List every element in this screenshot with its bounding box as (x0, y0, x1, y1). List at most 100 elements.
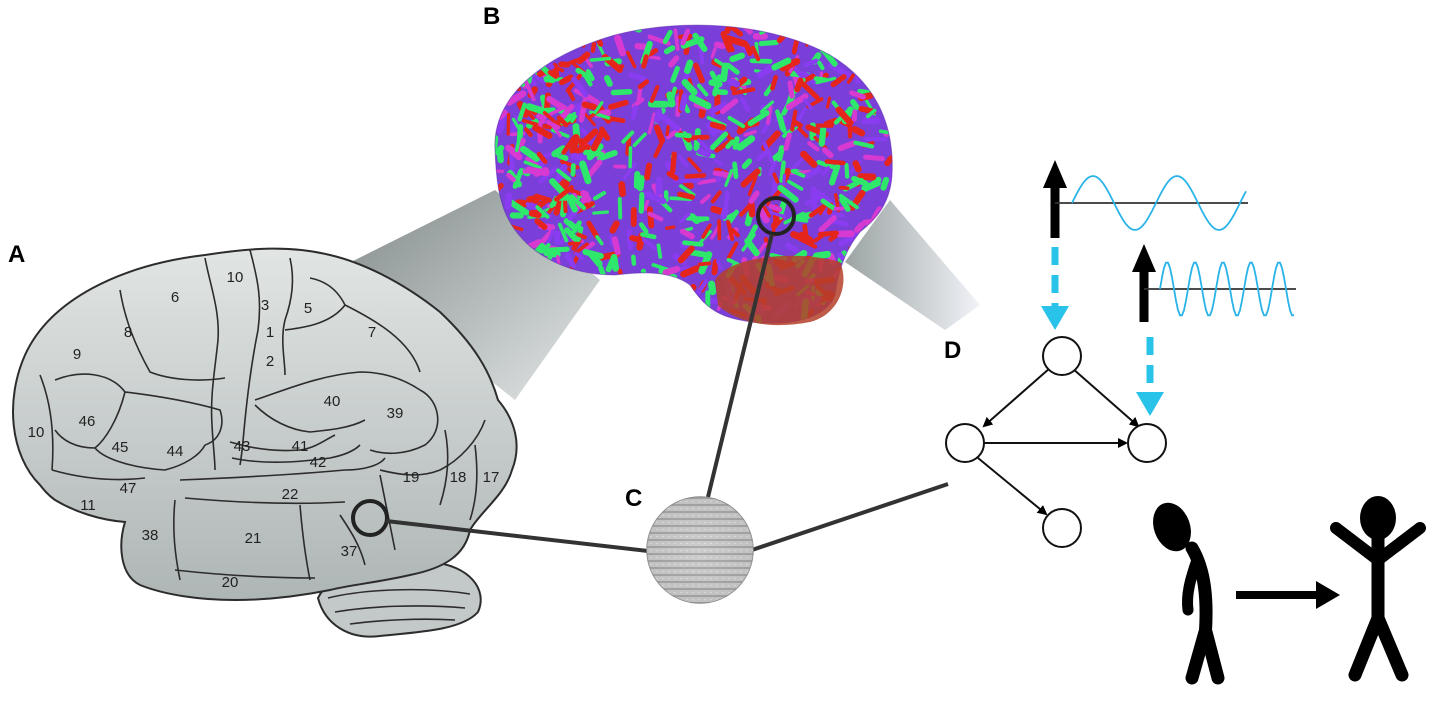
tract-fiber (539, 35, 550, 53)
tract-fiber (806, 322, 826, 324)
panel-label-b: B (483, 3, 500, 30)
tract-fiber (730, 228, 740, 238)
tract-fiber (593, 100, 604, 115)
graph-node (1042, 508, 1082, 548)
area-label: 10 (227, 269, 244, 286)
tract-fiber (521, 48, 537, 68)
tract-fiber (715, 259, 722, 270)
tract-fiber (854, 222, 865, 233)
tract-fiber (679, 228, 695, 240)
tract-fiber (535, 205, 550, 219)
tract-fiber (644, 162, 653, 181)
tract-fiber (574, 251, 584, 260)
tract-fiber (767, 210, 787, 219)
tract-fiber (568, 199, 578, 213)
tract-fiber (762, 205, 771, 218)
tract-fiber (696, 138, 712, 153)
tract-fiber (878, 129, 891, 135)
tract-fiber (519, 25, 527, 36)
tract-fiber (822, 48, 838, 67)
tract-fiber (520, 25, 536, 46)
tract-fiber (617, 197, 623, 220)
tract-fiber (616, 276, 637, 283)
tract-fiber (558, 74, 574, 86)
tract-fiber (850, 38, 865, 60)
tract-fiber (524, 127, 533, 138)
tract-fiber (528, 209, 542, 219)
tract-fiber (529, 25, 537, 28)
tract-fiber (725, 139, 735, 150)
tract-fiber (759, 100, 775, 114)
tract-fiber (644, 191, 667, 205)
tract-fiber (544, 77, 564, 83)
tract-fiber (608, 234, 614, 247)
tract-fiber (888, 14, 891, 23)
tract-fiber (724, 25, 736, 35)
tract-fiber (647, 55, 661, 61)
tract-fiber (607, 21, 623, 22)
tract-fiber (568, 240, 581, 246)
tract-fiber (653, 124, 666, 144)
area-label: 8 (124, 324, 132, 341)
tract-fiber (625, 136, 632, 156)
tract-fiber (777, 184, 799, 203)
tract-fiber (527, 25, 537, 39)
tract-fiber (621, 289, 628, 305)
tract-fiber (496, 63, 509, 74)
tract-fiber (570, 25, 590, 28)
tract-fiber (610, 253, 620, 272)
zoom-ring-tract (756, 196, 796, 236)
tract-fiber (771, 57, 792, 71)
tract-fiber (803, 98, 814, 111)
tract-fiber (800, 81, 820, 101)
tract-fiber (504, 192, 513, 210)
tract-fiber (590, 130, 605, 152)
tract-fiber (500, 83, 510, 102)
tract-fiber (669, 196, 693, 201)
tract-fiber (646, 206, 655, 229)
tract-fiber (647, 211, 664, 222)
oscillation-wave-icon (1132, 244, 1296, 416)
tract-fiber (675, 95, 681, 118)
tract-fiber (709, 127, 728, 134)
tract-fiber (600, 308, 615, 323)
tract-fiber (615, 309, 633, 324)
area-label: 22 (282, 486, 299, 503)
tract-fiber (630, 104, 639, 120)
tract-fiber (838, 231, 861, 247)
tract-fiber (836, 314, 848, 324)
tract-fiber (563, 217, 578, 231)
tract-fiber (821, 320, 833, 324)
tract-fiber (647, 48, 659, 57)
tract-fiber (526, 239, 543, 251)
tract-fiber (697, 148, 711, 158)
tract-fiber (611, 236, 621, 256)
area-label: 18 (450, 469, 467, 486)
tract-fiber (673, 305, 693, 318)
tract-fiber (822, 32, 831, 53)
tract-fiber (727, 115, 746, 129)
area-label: 46 (79, 413, 96, 430)
panel-label-d: D (944, 337, 961, 364)
tract-fiber (821, 166, 830, 177)
tract-fiber (504, 45, 513, 61)
tract-fiber (783, 132, 792, 152)
tract-fiber (564, 252, 577, 269)
tract-fiber (848, 25, 863, 35)
tract-fiber (494, 173, 495, 190)
stick-figure-sad-icon (1153, 502, 1225, 685)
area-label: 47 (120, 480, 137, 497)
tract-fiber (739, 96, 751, 112)
tract-fiber (714, 159, 724, 166)
tract-fiber (713, 41, 727, 50)
tract-fiber (830, 31, 855, 43)
tract-fiber (520, 145, 541, 162)
graph-node (1042, 336, 1082, 376)
tract-fiber (532, 73, 545, 84)
tract-fiber (668, 86, 677, 108)
area-label: 11 (80, 497, 96, 514)
tract-fiber (743, 129, 757, 137)
panel-label-a: A (8, 241, 25, 268)
tract-fiber (697, 177, 721, 185)
